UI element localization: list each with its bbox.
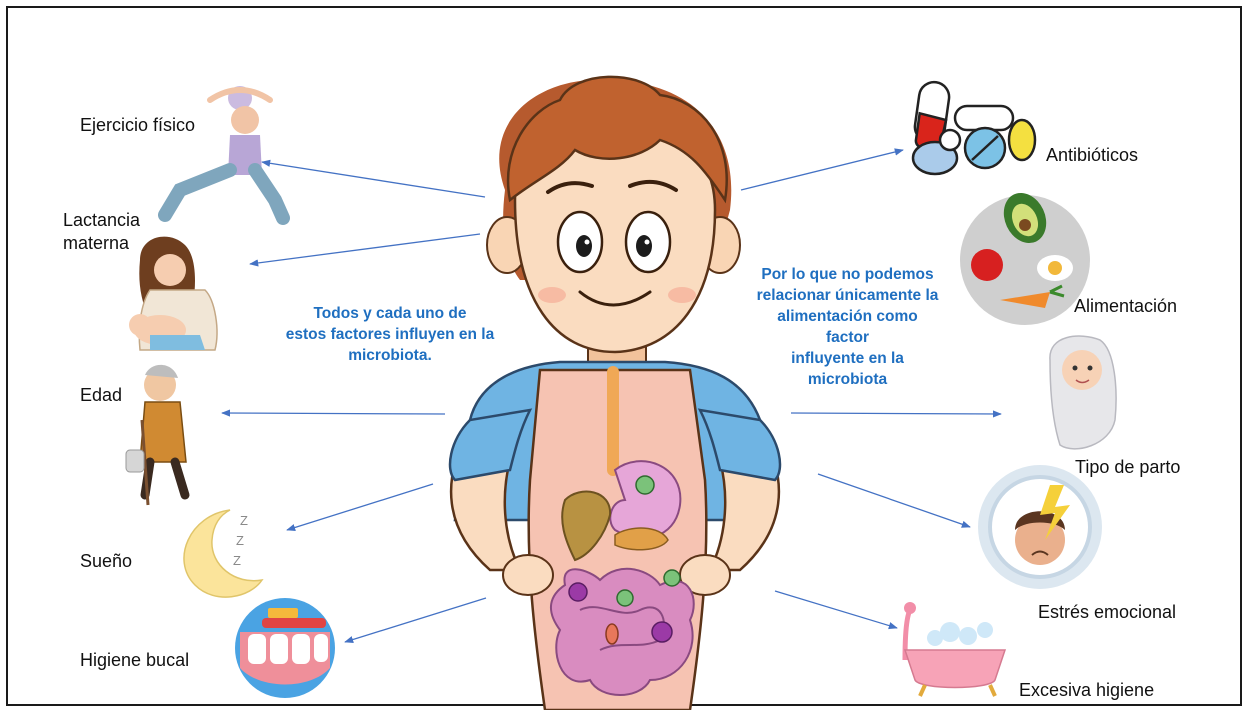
note-right-line3: alimentación como: [735, 306, 960, 327]
label-age: Edad: [80, 384, 122, 406]
arrow-exercise: [262, 162, 485, 197]
arrow-antibiotics: [741, 150, 903, 190]
label-antibiotics: Antibióticos: [1046, 144, 1138, 166]
note-right-line1: Por lo que no podemos: [735, 264, 960, 285]
note-right: Por lo que no podemos relacionar únicame…: [735, 264, 960, 390]
label-birth-type: Tipo de parto: [1075, 456, 1180, 478]
arrow-stress: [818, 474, 970, 527]
note-left-line1: Todos y cada uno de: [270, 303, 510, 324]
svg-text:Z: Z: [240, 513, 248, 528]
boy-digestive-system-illustration: [450, 77, 780, 710]
svg-text:Z: Z: [233, 553, 241, 568]
note-left: Todos y cada uno de estos factores influ…: [270, 303, 510, 366]
arrow-birth-type: [791, 413, 1001, 414]
label-stress: Estrés emocional: [1038, 601, 1176, 623]
arrow-age: [222, 413, 445, 414]
stressed-head-gear-icon: [978, 465, 1102, 589]
label-sleep: Sueño: [80, 550, 132, 572]
food-plate-icon: [960, 186, 1090, 325]
bathtub-icon: [904, 602, 1005, 696]
label-excess-hygiene: Excesiva higiene: [1019, 679, 1154, 701]
pills-icon: [913, 80, 1035, 174]
moon-sleep-icon: Z Z Z: [184, 510, 262, 597]
arrow-sleep: [287, 484, 433, 530]
arrow-oral-hygiene: [345, 598, 486, 642]
teeth-brushing-icon: [235, 598, 335, 698]
arrow-excess-hygiene: [775, 591, 897, 628]
elderly-man-icon: [126, 365, 186, 505]
swaddled-baby-icon: [1050, 336, 1116, 449]
note-right-line2: relacionar únicamente la: [735, 285, 960, 306]
arrow-breastfeeding: [250, 234, 480, 264]
note-left-line2: estos factores influyen en la: [270, 324, 510, 345]
note-right-line4: factor: [735, 327, 960, 348]
mother-nursing-icon: [129, 237, 217, 350]
yoga-woman-icon: [165, 86, 283, 218]
label-exercise: Ejercicio físico: [80, 114, 195, 136]
svg-text:Z: Z: [236, 533, 244, 548]
note-left-line3: microbiota.: [270, 345, 510, 366]
label-diet: Alimentación: [1074, 295, 1177, 317]
label-breastfeeding-line2: materna: [63, 232, 129, 254]
label-oral-hygiene: Higiene bucal: [80, 649, 189, 671]
label-breastfeeding-line1: Lactancia: [63, 209, 140, 231]
note-right-line5: influyente en la: [735, 348, 960, 369]
note-right-line6: microbiota: [735, 369, 960, 390]
